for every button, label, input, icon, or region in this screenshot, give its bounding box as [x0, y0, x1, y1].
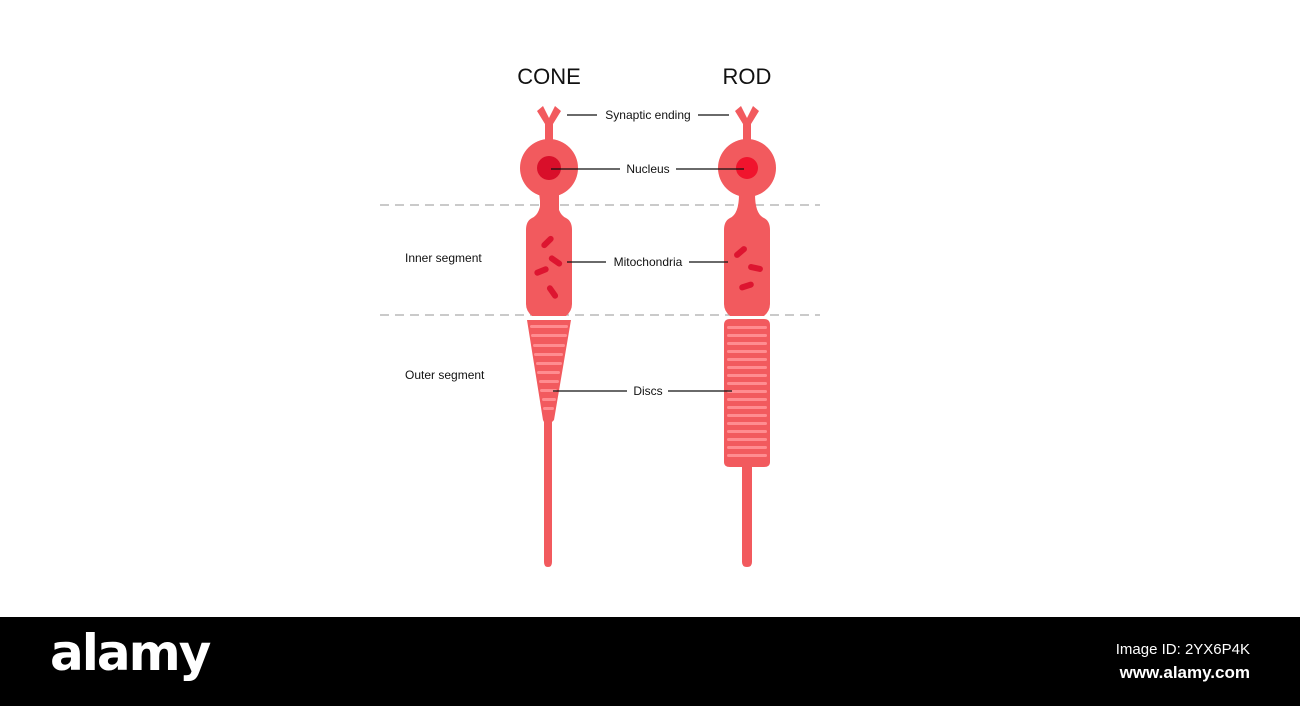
cone-cell — [520, 106, 578, 567]
inner-segment-label: Inner segment — [405, 251, 482, 265]
rod-title: ROD — [723, 64, 772, 89]
cone-title: CONE — [517, 64, 581, 89]
discs-label: Discs — [633, 384, 662, 398]
image-id-text: Image ID: 2YX6P4K — [1116, 641, 1250, 658]
cone-inner-segment — [526, 196, 572, 316]
alamy-logo: alamy — [50, 628, 209, 678]
rod-outer-segment — [724, 319, 770, 567]
rod-nucleus — [736, 157, 758, 179]
cone-nucleus — [537, 156, 561, 180]
site-url-text: www.alamy.com — [1120, 663, 1250, 683]
synaptic-ending-label: Synaptic ending — [605, 108, 690, 122]
outer-segment-label: Outer segment — [405, 368, 485, 382]
nucleus-label: Nucleus — [626, 162, 669, 176]
rod-cell — [718, 106, 776, 567]
mitochondria-label: Mitochondria — [614, 255, 683, 269]
cone-outer-segment — [527, 320, 571, 567]
leader-lines — [551, 115, 744, 391]
photoreceptor-diagram: CONE ROD — [0, 0, 1300, 617]
rod-inner-segment — [724, 194, 770, 316]
